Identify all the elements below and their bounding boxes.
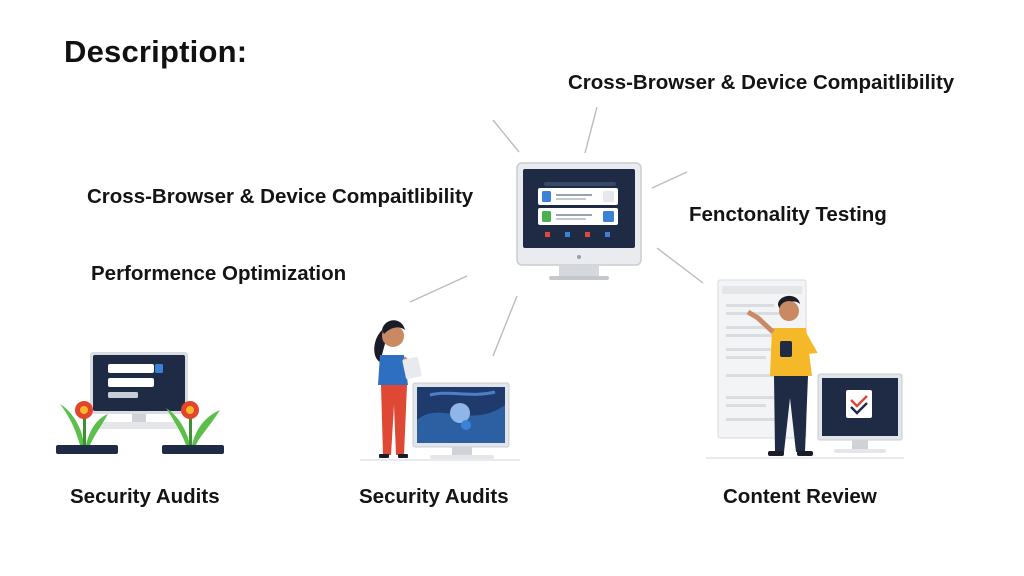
label-cross-browser-top: Cross-Browser & Device Compaitlibility (568, 71, 955, 94)
connector-line (409, 275, 468, 303)
label-performance-optimization: Performence Optimization (91, 262, 347, 285)
label-cross-browser-left: Cross-Browser & Device Compaitlibility (87, 185, 474, 208)
man-review-illustration (706, 279, 904, 459)
connector-line (492, 119, 520, 153)
connector-lines (409, 106, 704, 357)
connector-line (492, 295, 518, 357)
connector-line (656, 247, 704, 284)
caption-content-review: Content Review (723, 485, 877, 508)
caption-security-audits-left: Security Audits (70, 485, 220, 508)
connector-line (651, 171, 688, 189)
central-monitor-illustration (516, 162, 642, 280)
connector-line (584, 106, 598, 154)
page-title: Description: (64, 34, 248, 69)
label-functionality-testing: Fenctonality Testing (689, 203, 887, 226)
caption-security-audits-middle: Security Audits (359, 485, 509, 508)
woman-monitor-illustration (360, 320, 520, 461)
security-monitor-illustration (56, 352, 224, 454)
